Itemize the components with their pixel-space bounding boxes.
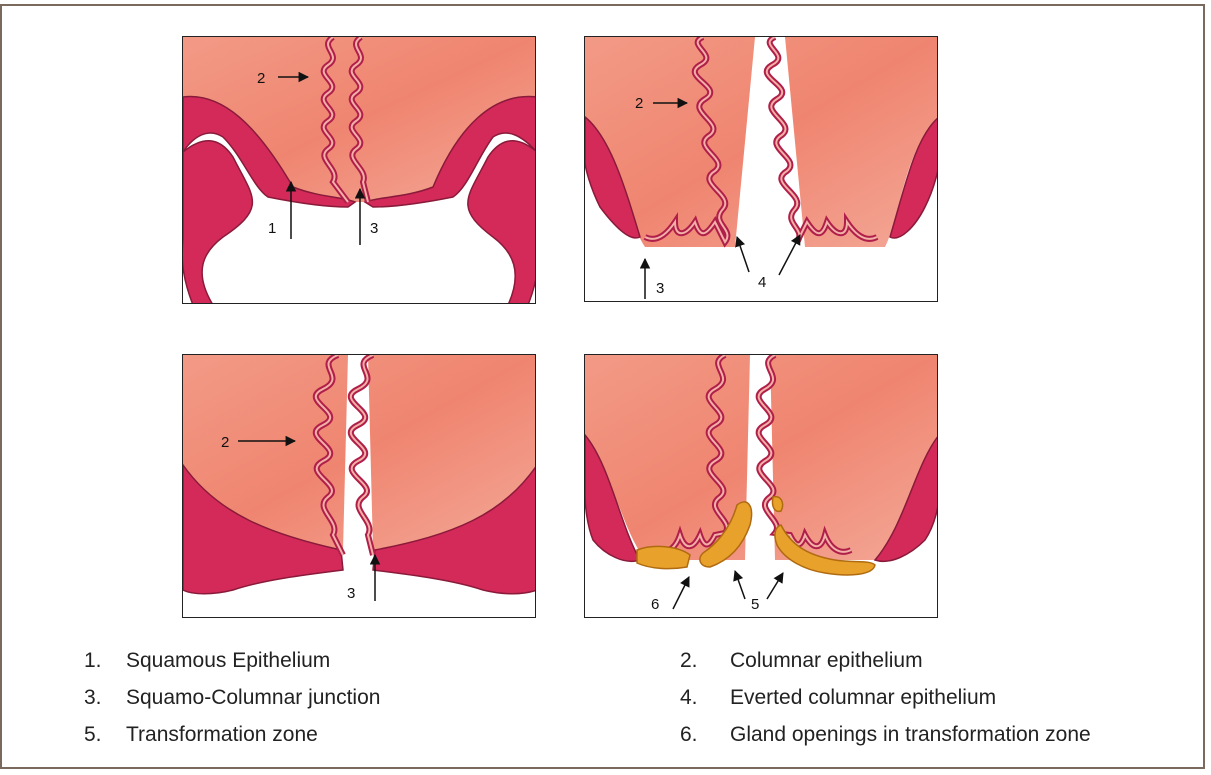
squamous-epithelium-right-outer: [468, 141, 536, 304]
gland-opening-left: [637, 546, 690, 568]
label-3: 3: [347, 585, 355, 602]
panel-1: 2 1 3: [182, 36, 536, 304]
label-3: 3: [370, 220, 378, 237]
label-1: 1: [268, 220, 276, 237]
panel-3: 2 3: [182, 354, 536, 618]
legend-item-4: 4.Everted columnar epithelium: [680, 686, 996, 710]
panel-4: 6 5: [584, 354, 938, 618]
label-2: 2: [221, 434, 229, 451]
legend-item-1: 1.Squamous Epithelium: [84, 649, 330, 673]
stroma: [585, 37, 938, 247]
label-6: 6: [651, 596, 659, 613]
legend-number: 3.: [84, 686, 126, 710]
arrow-6: [673, 577, 689, 609]
arrow-5a: [735, 571, 745, 599]
figure-frame: 2 1 3 2 3 4: [0, 4, 1205, 769]
legend-item-6: 6.Gland openings in transformation zone: [680, 723, 1091, 747]
legend-item-2: 2.Columnar epithelium: [680, 649, 923, 673]
gland-opening-right: [772, 497, 782, 512]
legend-item-3: 3.Squamo-Columnar junction: [84, 686, 380, 710]
stroma: [585, 355, 938, 560]
legend-text: Squamous Epithelium: [126, 649, 330, 672]
arrow-4b: [779, 235, 800, 275]
arrow-4a: [737, 237, 749, 272]
legend-text: Squamo-Columnar junction: [126, 686, 380, 709]
arrow-5b: [767, 573, 783, 599]
legend-text: Everted columnar epithelium: [730, 686, 996, 709]
legend-text: Gland openings in transformation zone: [730, 723, 1091, 746]
label-2: 2: [635, 95, 643, 112]
label-3: 3: [656, 280, 664, 297]
legend-item-5: 5.Transformation zone: [84, 723, 318, 747]
legend-number: 5.: [84, 723, 126, 747]
label-5: 5: [751, 596, 759, 613]
legend-number: 1.: [84, 649, 126, 673]
legend-number: 2.: [680, 649, 730, 673]
legend-text: Transformation zone: [126, 723, 318, 746]
panel-2: 2 3 4: [584, 36, 938, 302]
label-2: 2: [257, 70, 265, 87]
label-4: 4: [758, 274, 766, 291]
legend-number: 6.: [680, 723, 730, 747]
squamous-epithelium-left-outer: [183, 141, 252, 304]
legend-number: 4.: [680, 686, 730, 710]
legend-text: Columnar epithelium: [730, 649, 923, 672]
